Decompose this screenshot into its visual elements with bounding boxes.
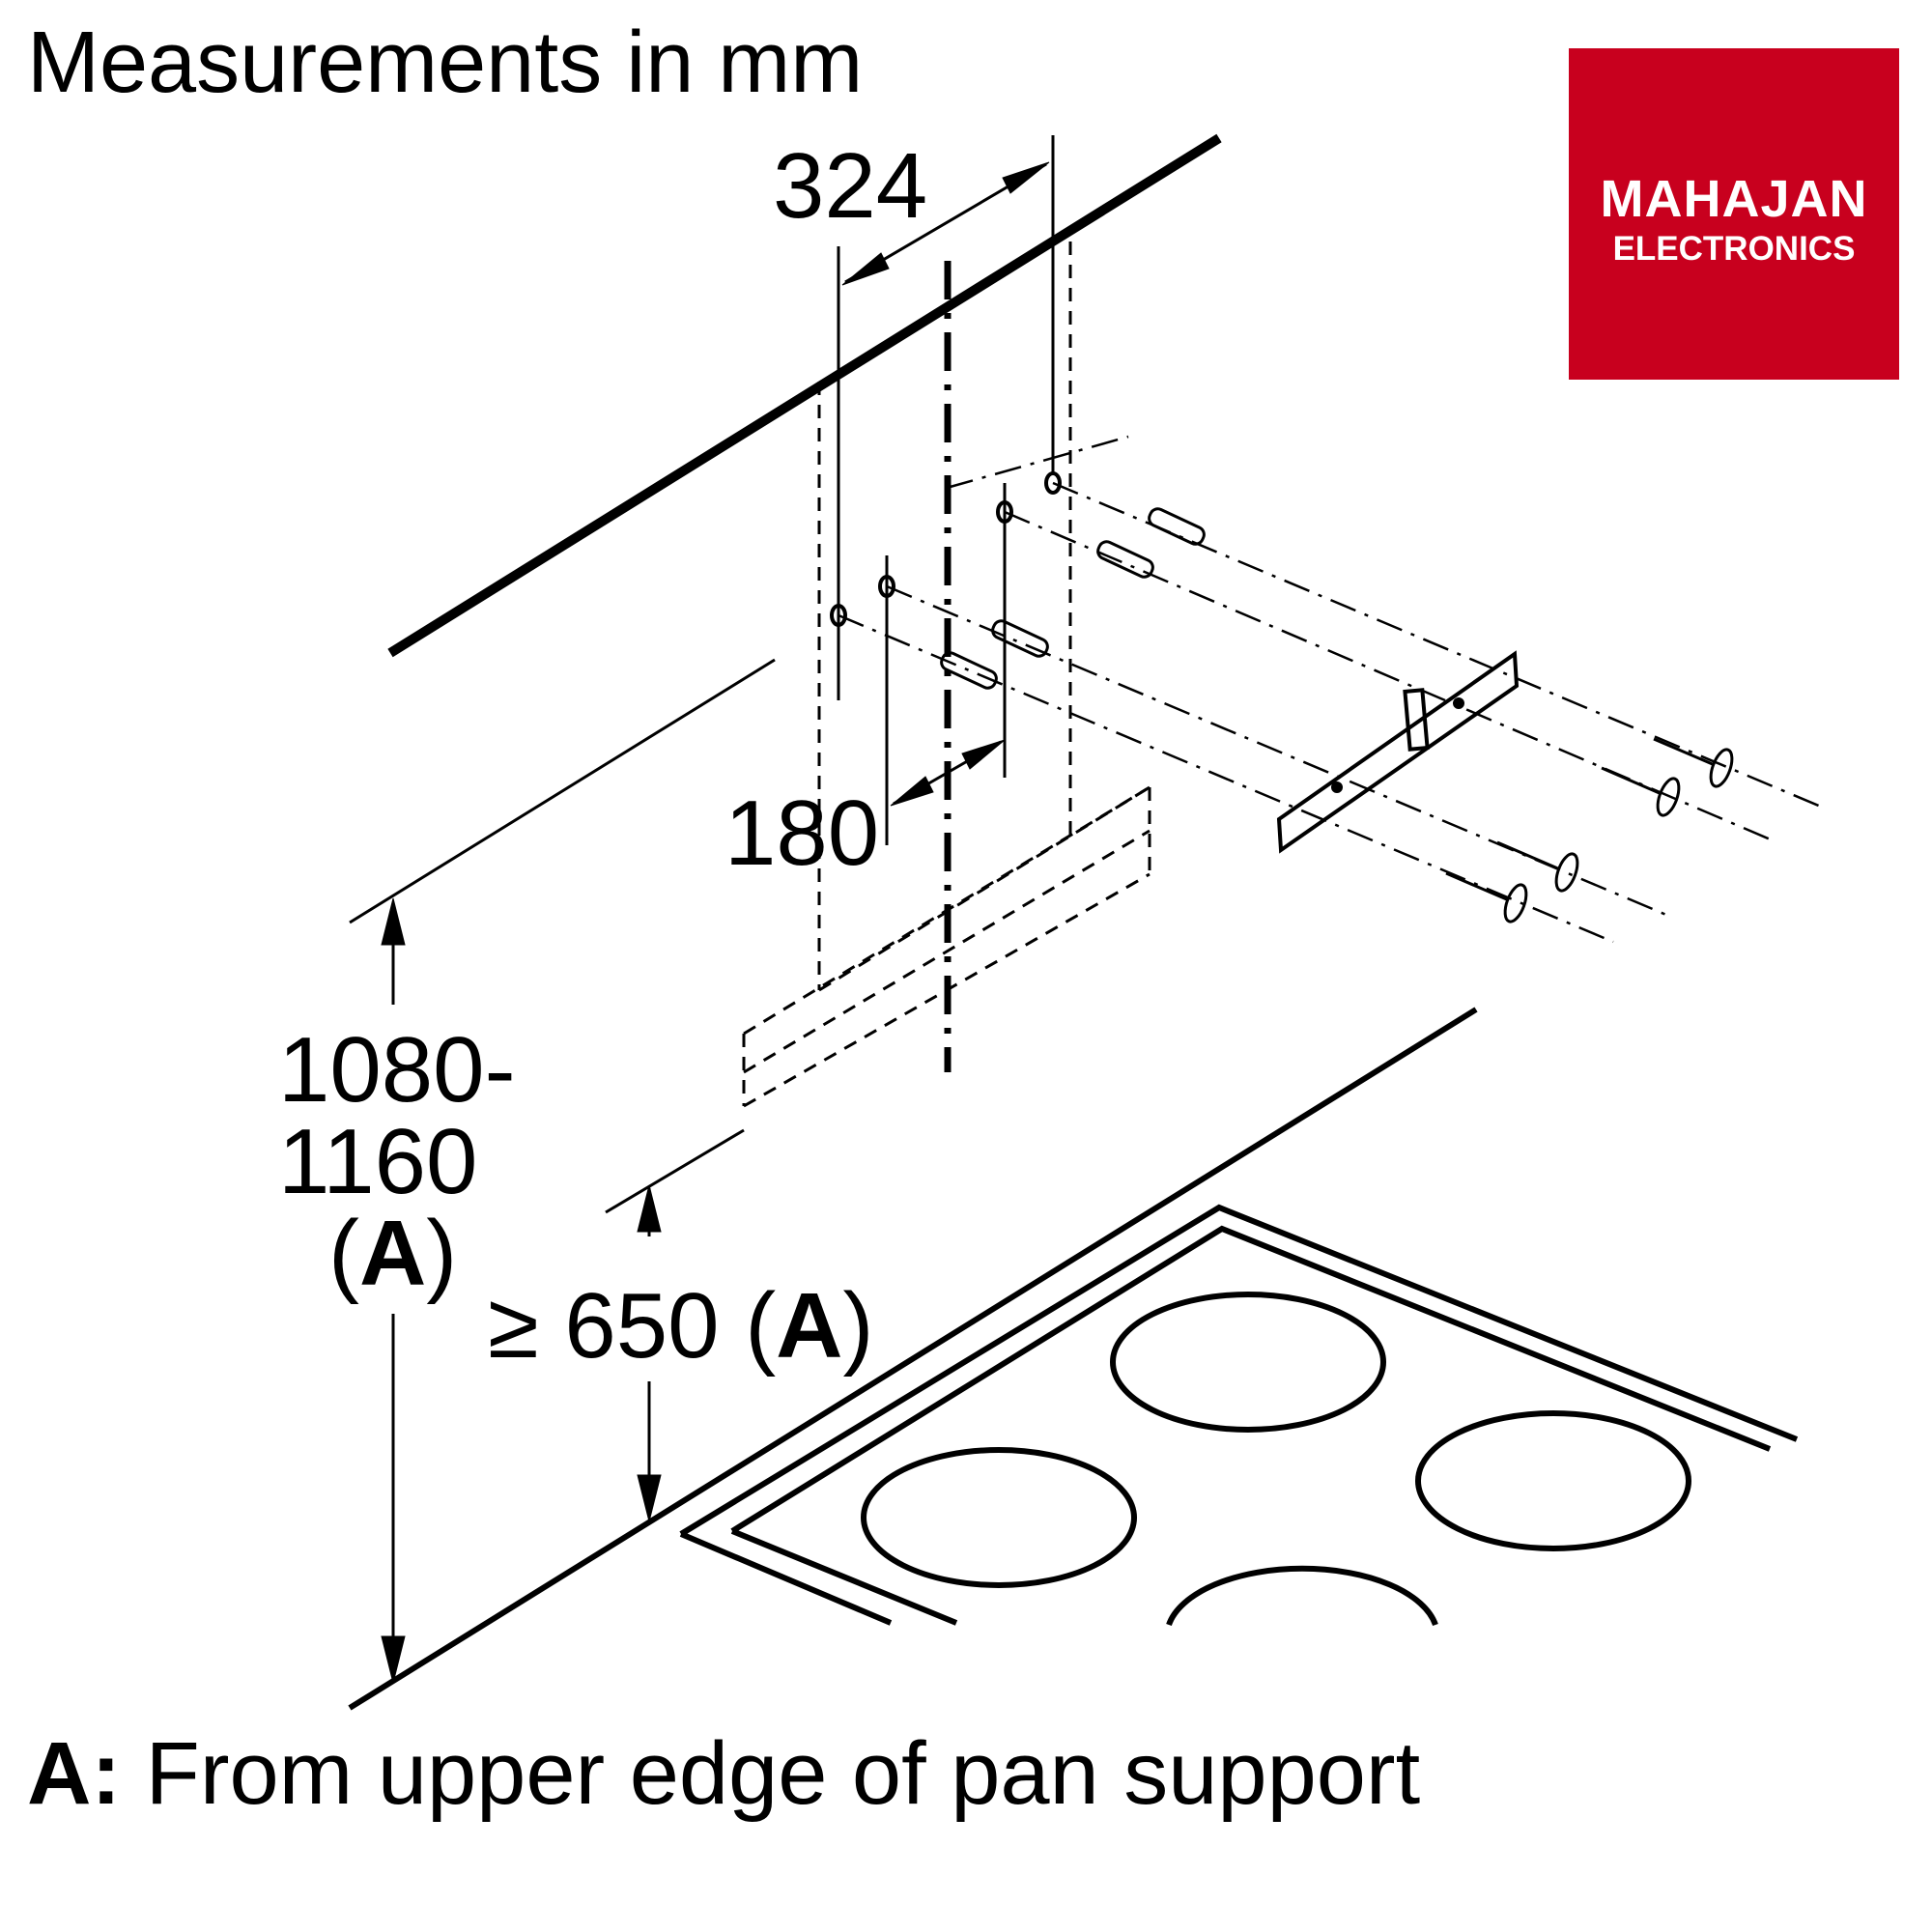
min-height-a-label: A bbox=[776, 1274, 843, 1378]
mounting-screws bbox=[1445, 737, 1734, 923]
logo-line-1: MAHAJAN bbox=[1600, 170, 1868, 228]
dimension-height-range-1: 1080- bbox=[278, 1018, 516, 1122]
note-open-paren: ( bbox=[328, 1202, 359, 1305]
dimension-324: 324 bbox=[773, 134, 928, 238]
dimension-180: 180 bbox=[724, 781, 880, 885]
cooktop bbox=[348, 1007, 1799, 1711]
min-arrow-bottom bbox=[637, 1474, 662, 1522]
wall-edge-line bbox=[387, 133, 1222, 658]
min-height-prefix: ≥ 650 ( bbox=[488, 1274, 777, 1378]
footer-label: A: bbox=[27, 1724, 122, 1823]
height-arrow-top bbox=[381, 897, 406, 946]
mounting-bracket bbox=[1276, 650, 1520, 854]
page-title: Measurements in mm bbox=[27, 14, 864, 111]
dimension-min-height: ≥ 650 (A) bbox=[488, 1280, 873, 1373]
hood-outline bbox=[742, 242, 1151, 1108]
dim-324-arrow-left bbox=[841, 252, 890, 286]
footer-note: A: From upper edge of pan support bbox=[27, 1729, 1420, 1818]
dimension-height-range-note: (A) bbox=[328, 1208, 457, 1300]
height-ref-line-top bbox=[349, 658, 776, 924]
brand-logo: MAHAJAN ELECTRONICS bbox=[1569, 48, 1899, 380]
wall-dowels bbox=[940, 507, 1206, 690]
dim-180-arrow-right bbox=[961, 739, 1006, 770]
drill-holes bbox=[830, 471, 1062, 627]
logo-line-2: ELECTRONICS bbox=[1612, 230, 1856, 268]
height-arrow-bottom bbox=[381, 1635, 406, 1684]
note-close-paren: ) bbox=[426, 1202, 458, 1305]
footer-text: From upper edge of pan support bbox=[121, 1724, 1421, 1823]
dimension-height-range-2: 1160 bbox=[278, 1110, 478, 1213]
dim-180-arrow-left bbox=[890, 776, 934, 807]
min-height-suffix: ) bbox=[842, 1274, 874, 1378]
min-ref-line-top bbox=[605, 1128, 745, 1214]
min-arrow-top bbox=[637, 1184, 662, 1233]
note-a-label: A bbox=[358, 1202, 427, 1305]
dim-324-arrow-right bbox=[1002, 161, 1050, 194]
